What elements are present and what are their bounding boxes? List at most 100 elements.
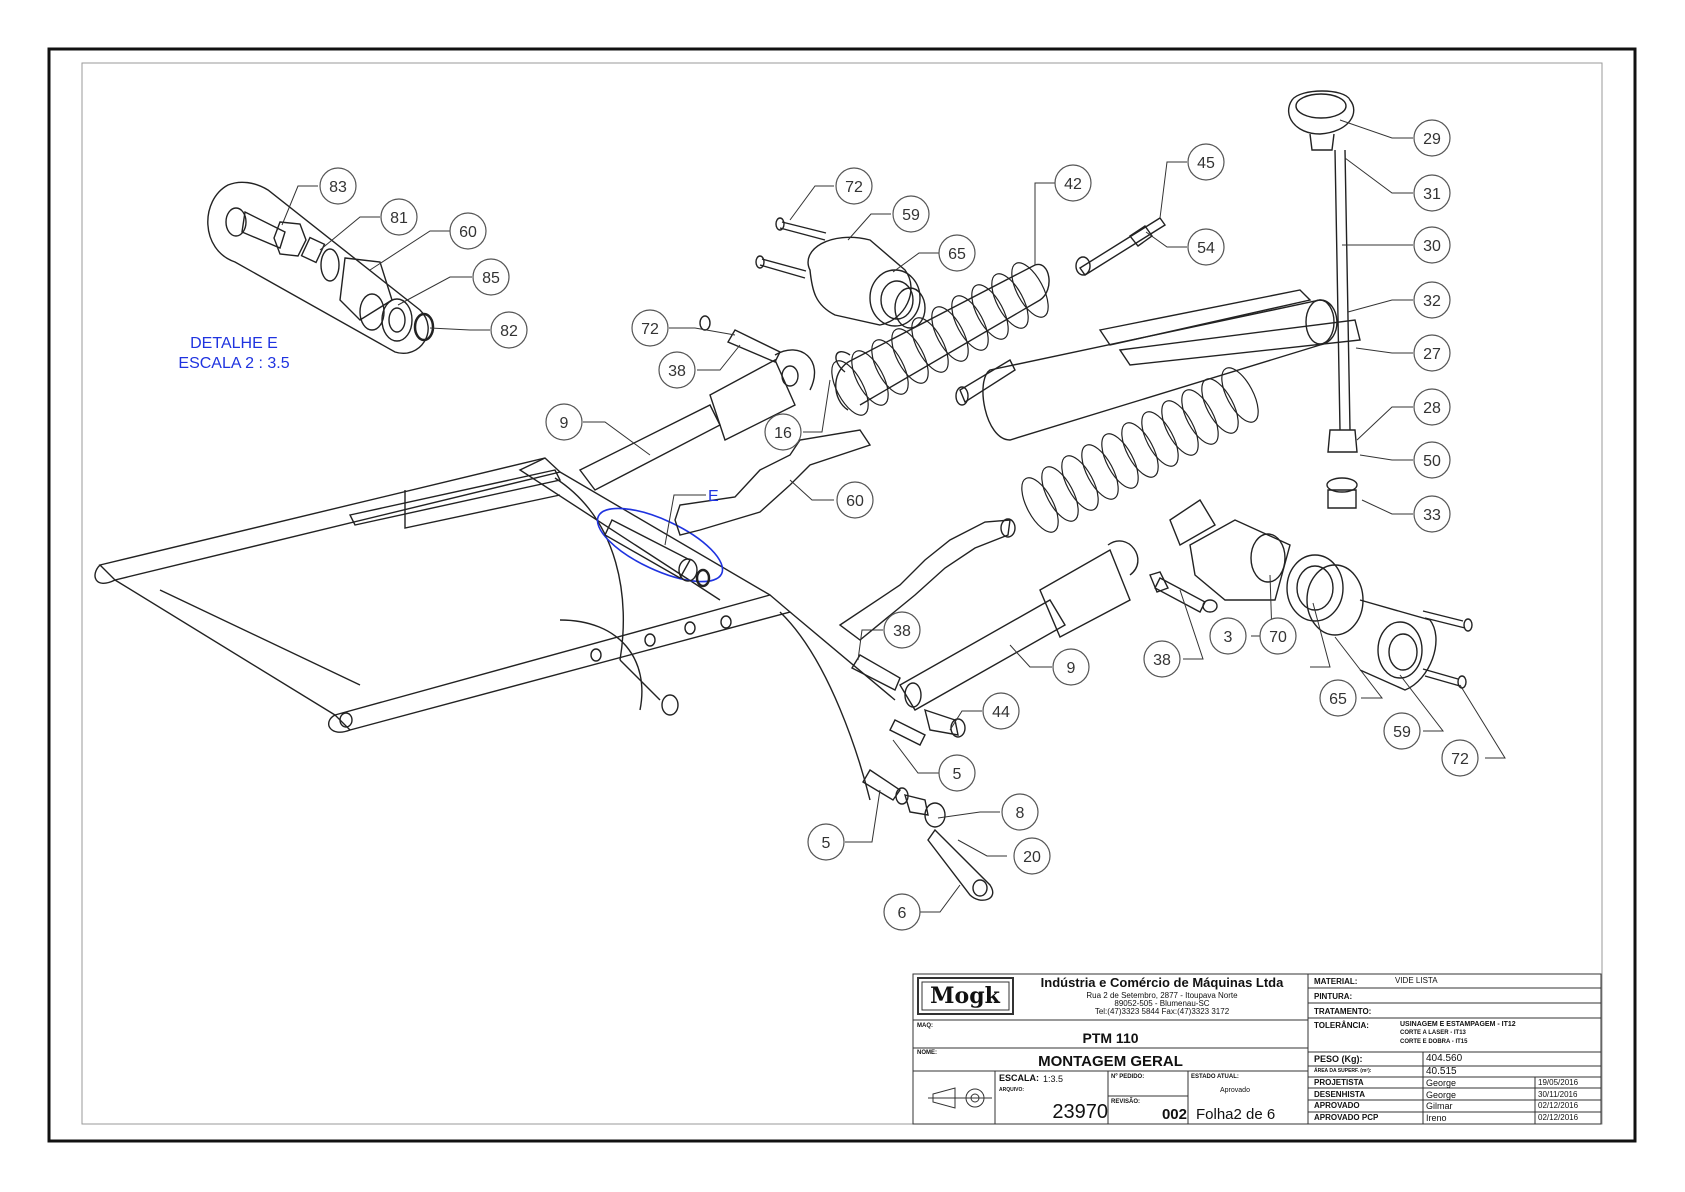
balloon-number: 5 — [822, 835, 831, 852]
detail-balloon-83: 83 — [319, 167, 357, 205]
item-balloon-45: 45 — [1187, 143, 1225, 181]
balloon-number: 85 — [482, 270, 500, 287]
leader-lines — [281, 119, 1506, 913]
item-balloon-28: 28 — [1413, 388, 1451, 426]
balloon-number: 72 — [1451, 751, 1469, 768]
company-address-1: Rua 2 de Setembro, 2877 - Itoupava Norte — [1086, 991, 1238, 1000]
signature-role: APROVADO — [1314, 1101, 1360, 1110]
tolerancia-line-3: CORTE E DOBRA - IT15 — [1400, 1039, 1468, 1045]
item-balloon-72: 72 — [631, 309, 669, 347]
item-balloon-5: 5 — [807, 823, 845, 861]
company-phone: Tel:(47)3323 5844 Fax:(47)3323 3172 — [1094, 1007, 1230, 1016]
item-balloon-38: 38 — [1143, 640, 1181, 678]
balloon-number: 70 — [1269, 629, 1287, 646]
folha: Folha2 de 6 — [1196, 1106, 1276, 1123]
material-value: VIDE LISTA — [1395, 976, 1438, 985]
signature-date: 02/12/2016 — [1538, 1113, 1579, 1122]
balloon-number: 81 — [390, 210, 408, 227]
item-balloon-38: 38 — [658, 351, 696, 389]
balloon-number: 38 — [1153, 652, 1171, 669]
item-balloon-16: 16 — [764, 413, 802, 451]
balloon-number: 32 — [1423, 293, 1441, 310]
item-balloon-65: 65 — [938, 234, 976, 272]
balloon-number: 54 — [1197, 240, 1215, 257]
item-balloon-5: 5 — [938, 754, 976, 792]
balloon-number: 5 — [953, 766, 962, 783]
spring-coils-upper — [831, 262, 1049, 416]
balloon-number: 33 — [1423, 507, 1441, 524]
item-balloon-30: 30 — [1413, 226, 1451, 264]
item-balloon-20: 20 — [1013, 837, 1051, 875]
assembly-view — [94, 90, 1473, 901]
tolerancia-label: TOLERÂNCIA: — [1314, 1021, 1369, 1030]
balloon-number: 50 — [1423, 453, 1441, 470]
signature-date: 30/11/2016 — [1538, 1090, 1578, 1099]
balloon-number: 30 — [1423, 238, 1441, 255]
detail-e-label: DETALHE E ESCALA 2 : 3.5 — [160, 334, 308, 374]
item-balloon-9: 9 — [545, 403, 583, 441]
item-balloon-60: 60 — [836, 481, 874, 519]
escala-label: ESCALA: — [999, 1073, 1039, 1083]
item-balloon-32: 32 — [1413, 281, 1451, 319]
signature-name: Ireno — [1426, 1113, 1447, 1123]
signature-role: APROVADO PCP — [1314, 1113, 1379, 1122]
tratamento-label: TRATAMENTO: — [1314, 1007, 1372, 1016]
balloon-number: 3 — [1224, 629, 1233, 646]
item-balloon-9: 9 — [1052, 648, 1090, 686]
balloon-number: 9 — [560, 415, 569, 432]
detail-balloon-81: 81 — [380, 198, 418, 236]
balloon-number: 29 — [1423, 131, 1441, 148]
tolerancia-line-2: CORTE A LASER - IT13 — [1400, 1030, 1466, 1036]
item-balloons: 2931303227285033455442725965723816960389… — [545, 119, 1479, 931]
detail-e-view — [207, 181, 435, 355]
signature-role: DESENHISTA — [1314, 1090, 1365, 1099]
balloon-number: 27 — [1423, 346, 1441, 363]
maq-label: MAQ: — [917, 1023, 933, 1029]
balloon-number: 38 — [668, 363, 686, 380]
item-balloon-42: 42 — [1054, 164, 1092, 202]
detail-balloon-60: 60 — [449, 212, 487, 250]
detail-balloon-85: 85 — [472, 258, 510, 296]
title-block — [912, 973, 1602, 1125]
item-balloon-70: 70 — [1259, 617, 1297, 655]
company-address-2: 89052-505 - Blumenau-SC — [1114, 999, 1210, 1008]
item-balloon-72: 72 — [835, 167, 873, 205]
estado-value: Aprovado — [1220, 1087, 1250, 1094]
balloon-number: 8 — [1016, 805, 1025, 822]
nome-value: MONTAGEM GERAL — [1038, 1053, 1183, 1070]
detail-marker: E — [708, 488, 719, 505]
balloon-number: 83 — [329, 179, 347, 196]
balloon-number: 6 — [898, 905, 907, 922]
signature-role: PROJETISTA — [1314, 1078, 1364, 1087]
spring-coils-lower — [1021, 367, 1259, 533]
balloon-number: 59 — [902, 207, 920, 224]
balloon-number: 72 — [845, 179, 863, 196]
company-name: Indústria e Comércio de Máquinas Ltda — [1040, 975, 1284, 990]
item-balloon-44: 44 — [982, 692, 1020, 730]
item-balloon-29: 29 — [1413, 119, 1451, 157]
spring-upper — [835, 263, 1050, 411]
signature-name: George — [1426, 1090, 1457, 1100]
detail-title: DETALHE E — [190, 335, 278, 352]
pedido-label: Nº PEDIDO: — [1111, 1074, 1145, 1080]
signature-date: 02/12/2016 — [1538, 1101, 1579, 1110]
nome-label: NOME: — [917, 1050, 937, 1056]
balloon-number: 38 — [893, 623, 911, 640]
inner-border — [81, 62, 1603, 1125]
revisao-label: REVISÃO: — [1111, 1099, 1141, 1105]
item-balloon-8: 8 — [1001, 793, 1039, 831]
balloon-number: 65 — [948, 246, 966, 263]
item-balloon-38: 38 — [883, 611, 921, 649]
balloon-number: 60 — [459, 224, 477, 241]
item-balloon-31: 31 — [1413, 174, 1451, 212]
balloon-number: 9 — [1067, 660, 1076, 677]
signature-date: 19/05/2016 — [1538, 1078, 1579, 1087]
balloon-number: 60 — [846, 493, 864, 510]
outer-border — [47, 47, 1637, 1143]
balloon-number: 72 — [641, 321, 659, 338]
balloon-number: 28 — [1423, 400, 1441, 417]
arquivo-value: 23970 — [1052, 1101, 1108, 1123]
tolerancia-line-1: USINAGEM E ESTAMPAGEM - IT12 — [1400, 1021, 1516, 1028]
